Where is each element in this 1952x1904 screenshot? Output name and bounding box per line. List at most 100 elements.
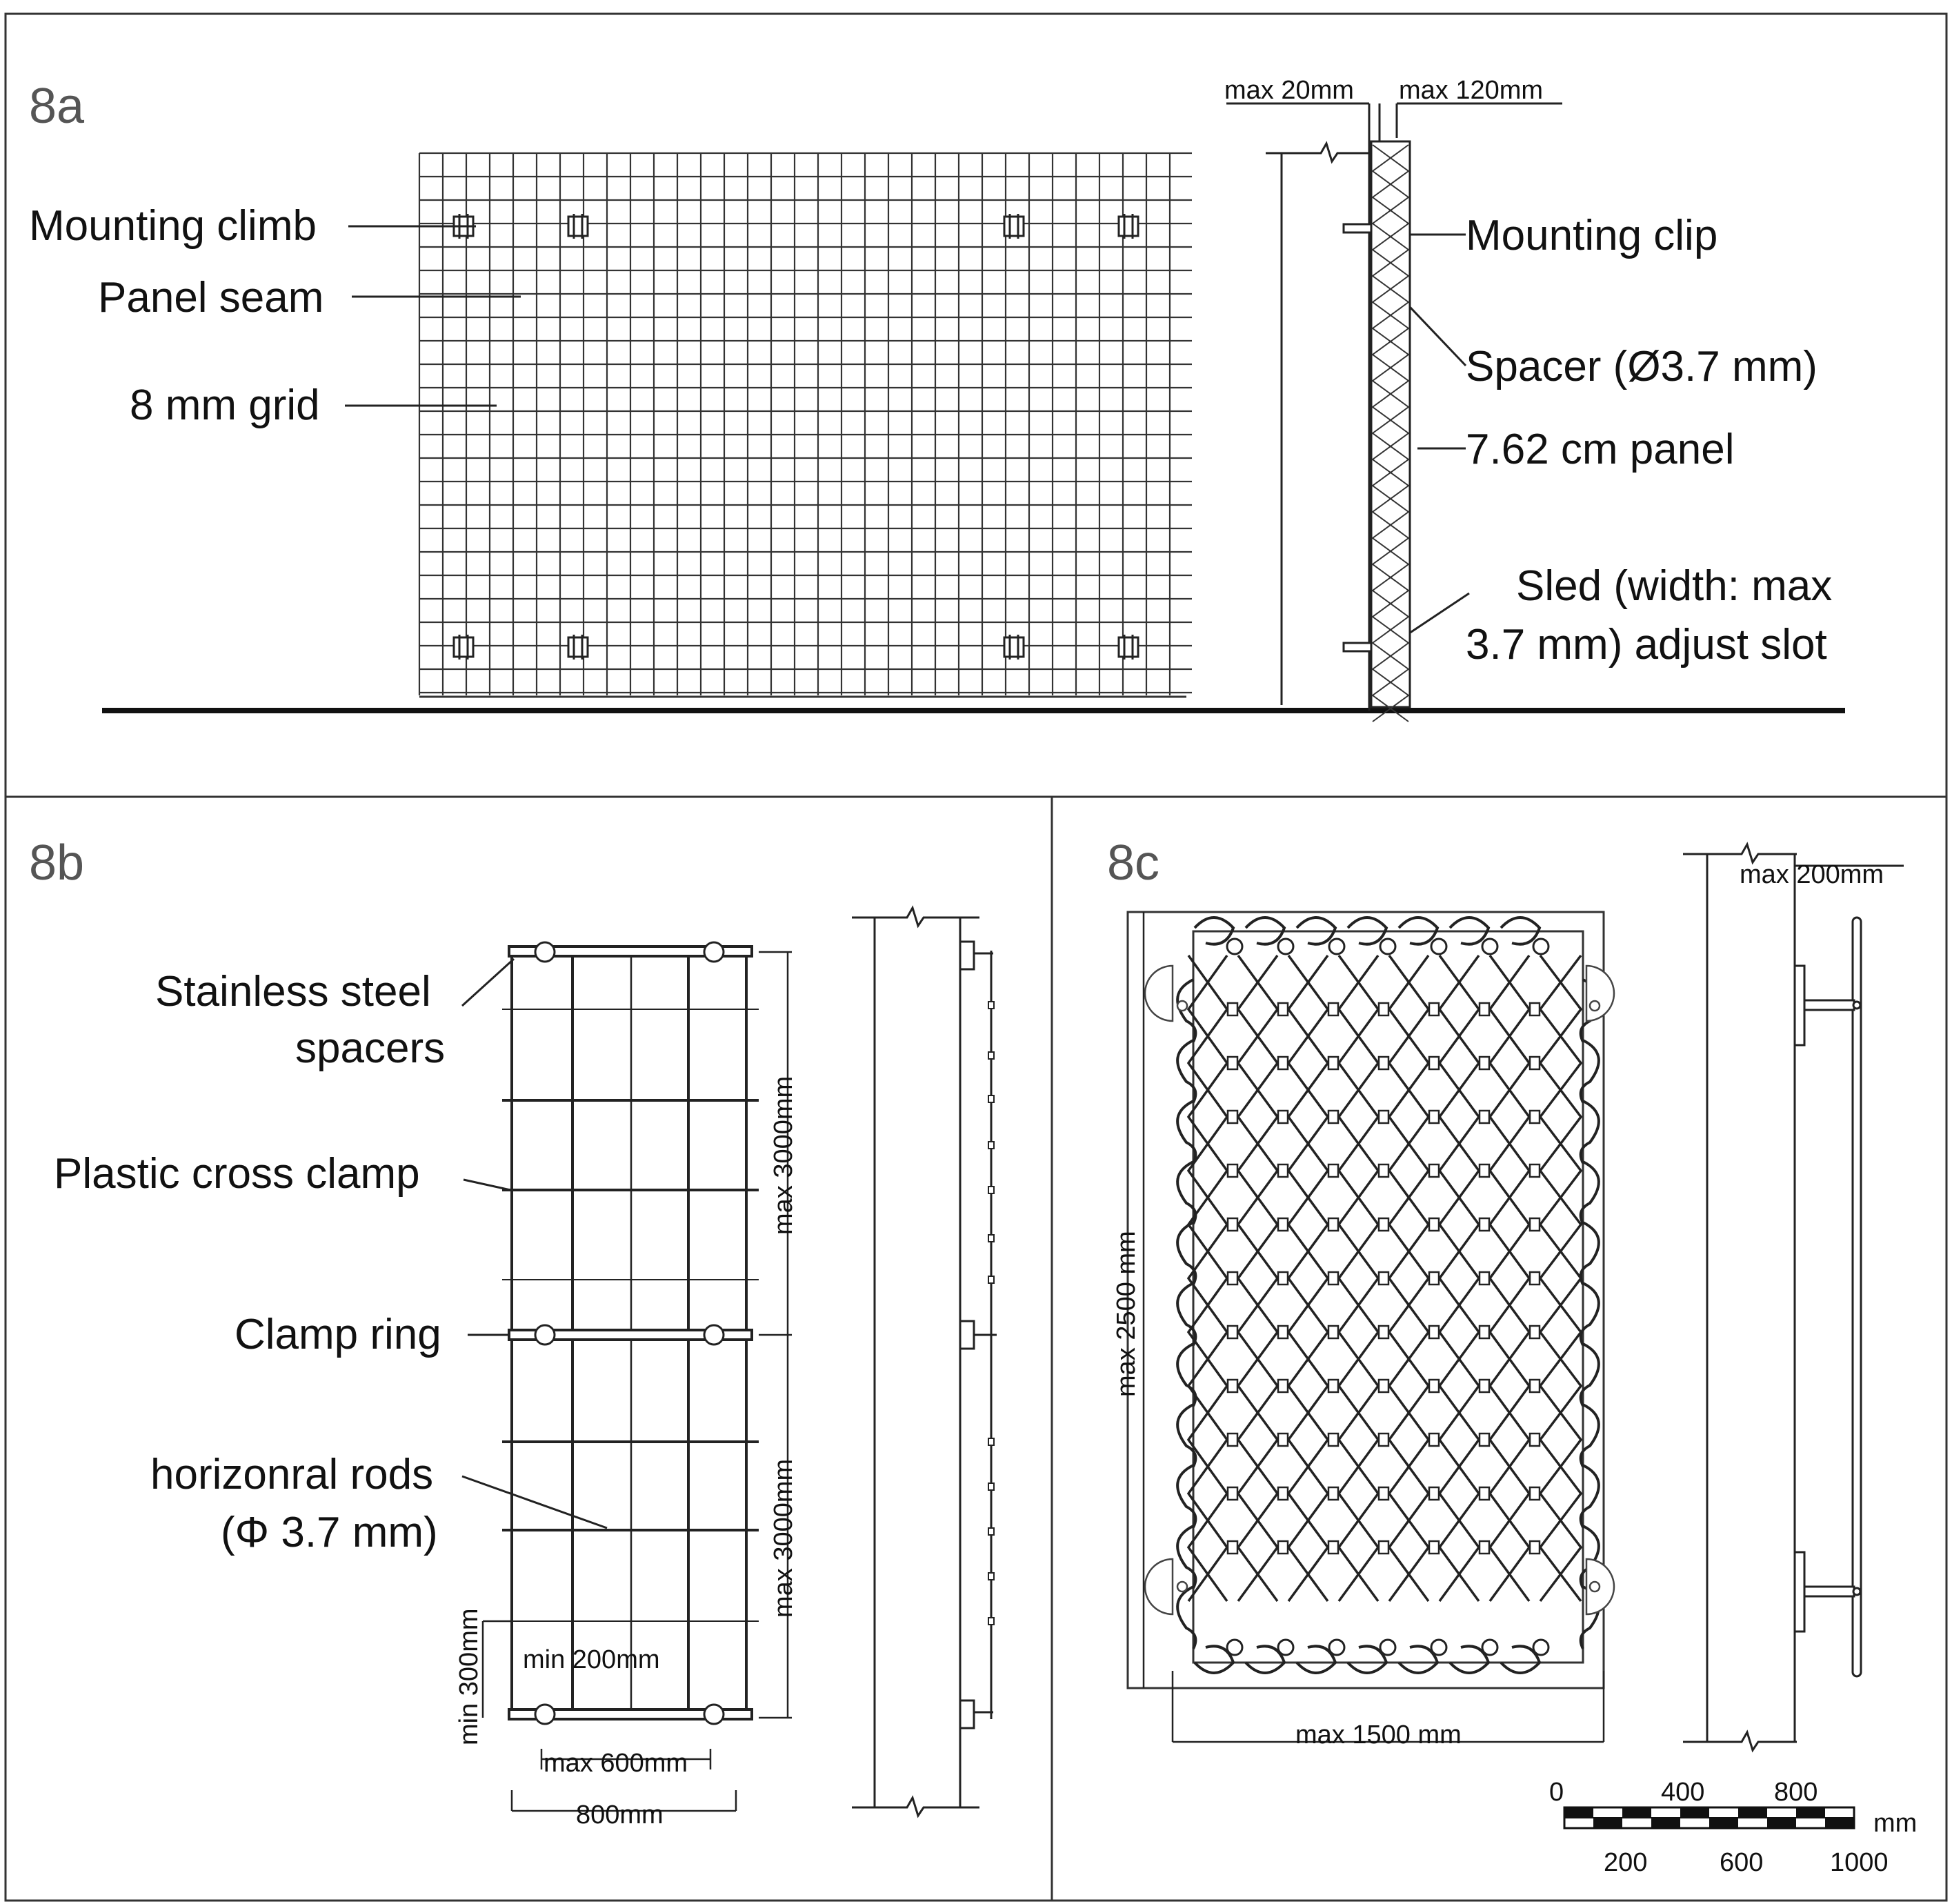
net-ferrule xyxy=(1478,1002,1491,1017)
net-ferrule xyxy=(1277,1217,1289,1232)
net-ferrule xyxy=(1277,1486,1289,1501)
side-cable-wrap xyxy=(1579,1403,1600,1467)
net-ferrule xyxy=(1377,1271,1390,1286)
stainless-cable-net xyxy=(1186,954,1583,1603)
net-ferrule xyxy=(1428,1163,1440,1178)
scale-cell xyxy=(1709,1818,1738,1828)
net-ferrule xyxy=(1277,1271,1289,1286)
scale-cell xyxy=(1767,1818,1796,1828)
anchor-eye xyxy=(1328,938,1346,955)
net-cable xyxy=(1488,954,1531,1603)
scale-cell xyxy=(1622,1807,1651,1818)
net-ferrule xyxy=(1226,1109,1239,1124)
net-ferrule xyxy=(1377,1432,1390,1447)
scale-cell xyxy=(1825,1818,1854,1828)
net-ferrule xyxy=(1528,1109,1541,1124)
dim-max-3000-top: max 3000mm xyxy=(769,1076,798,1235)
label-spacers-line1: Stainless steel xyxy=(155,968,431,1015)
net-ferrule xyxy=(1478,1378,1491,1394)
anchor-eye xyxy=(1226,938,1244,955)
bottom-cable-wrap xyxy=(1244,1645,1286,1674)
mounting-climb xyxy=(567,636,589,658)
net-ferrule xyxy=(1478,1217,1491,1232)
net-cable xyxy=(1236,954,1279,1603)
net-ferrule xyxy=(1327,1378,1339,1394)
net-cable xyxy=(1488,954,1531,1603)
net-cable xyxy=(1286,954,1330,1603)
side-cable-wrap xyxy=(1579,1100,1600,1164)
mounting-climb xyxy=(567,215,589,237)
net-ferrule xyxy=(1478,1432,1491,1447)
net-ferrule xyxy=(1277,1432,1289,1447)
panel-8b-leaders xyxy=(461,958,608,1529)
side-cable-wrap xyxy=(1176,1342,1197,1407)
scale-bar: 0 400 800 200 600 1000 mm xyxy=(1549,1778,1917,1877)
net-cable xyxy=(1236,954,1279,1603)
label-panel-thickness: 7.62 cm panel xyxy=(1466,426,1734,473)
label-mounting-clip: Mounting clip xyxy=(1466,212,1717,259)
bottom-cable-wrap xyxy=(1397,1645,1440,1674)
net-cable xyxy=(1286,954,1330,1603)
anchor-eye xyxy=(1226,1638,1244,1656)
net-ferrule xyxy=(1327,1002,1339,1017)
bottom-cable-wrap xyxy=(1193,1645,1235,1674)
net-ferrule xyxy=(1377,1325,1390,1340)
net-ferrule xyxy=(1428,1540,1440,1555)
net-ferrule xyxy=(1528,1325,1541,1340)
figure-frames xyxy=(4,12,1948,1902)
wall-brackets xyxy=(1144,964,1615,1616)
scale-tick-200: 200 xyxy=(1604,1848,1647,1877)
label-cross-clamp: Plastic cross clamp xyxy=(54,1150,420,1198)
side-cable-wrap xyxy=(1579,1464,1600,1528)
panel-8a-id: 8a xyxy=(29,79,85,134)
net-ferrule xyxy=(1377,1002,1390,1017)
net-ferrule xyxy=(1327,1432,1339,1447)
net-ferrule xyxy=(1478,1325,1491,1340)
panel-8a: 8a xyxy=(29,76,1845,722)
net-cable xyxy=(1186,954,1229,1603)
anchor-eye xyxy=(1328,1638,1346,1656)
net-ferrule xyxy=(1226,1325,1239,1340)
net-ferrule xyxy=(1428,1109,1440,1124)
side-cable-wrap xyxy=(1579,1160,1600,1224)
net-ferrule xyxy=(1528,1378,1541,1394)
scale-cell xyxy=(1593,1818,1622,1828)
anchor-eyes xyxy=(1226,938,1550,1656)
label-sled-line1: Sled (width: max xyxy=(1516,562,1832,610)
net-ferrule xyxy=(1478,1271,1491,1286)
side-cable-wrap xyxy=(1176,1403,1197,1467)
panel-core-zigzag xyxy=(1371,144,1410,722)
anchor-eye xyxy=(1532,938,1550,955)
panel-8b-id: 8b xyxy=(29,835,84,891)
net-ferrule xyxy=(1277,1378,1289,1394)
net-ferrule xyxy=(1528,1163,1541,1178)
net-ferrule xyxy=(1327,1217,1339,1232)
anchor-eye xyxy=(1532,1638,1550,1656)
label-spacer: Spacer (Ø3.7 mm) xyxy=(1466,343,1817,390)
side-cable-wrap xyxy=(1176,1100,1197,1164)
dim-max-600: max 600mm xyxy=(544,1749,688,1778)
top-cable-wrap xyxy=(1295,916,1337,946)
scale-tick-400: 400 xyxy=(1661,1778,1704,1807)
side-cable-wrap xyxy=(1579,1221,1600,1285)
anchor-eye xyxy=(1481,938,1499,955)
top-cable-wrap xyxy=(1448,916,1491,946)
net-ferrule xyxy=(1327,1486,1339,1501)
mounting-climb xyxy=(1003,215,1025,237)
net-ferrule xyxy=(1226,1432,1239,1447)
panel-8c-dimensions xyxy=(1142,912,1605,1743)
panel-8c-id: 8c xyxy=(1107,835,1159,891)
dim-max-120: max 120mm xyxy=(1399,76,1543,105)
net-ferrule xyxy=(1226,1163,1239,1178)
mounting-climb xyxy=(1117,215,1139,237)
net-cable xyxy=(1337,954,1380,1603)
net-ferrule xyxy=(1478,1486,1491,1501)
net-ferrule xyxy=(1226,1055,1239,1071)
net-ferrule xyxy=(1377,1378,1390,1394)
net-ferrule xyxy=(1327,1540,1339,1555)
scale-cell xyxy=(1651,1818,1680,1828)
net-ferrule xyxy=(1377,1163,1390,1178)
scale-cell xyxy=(1796,1807,1825,1818)
net-ferrule xyxy=(1277,1325,1289,1340)
label-grid: 8 mm grid xyxy=(130,381,320,429)
